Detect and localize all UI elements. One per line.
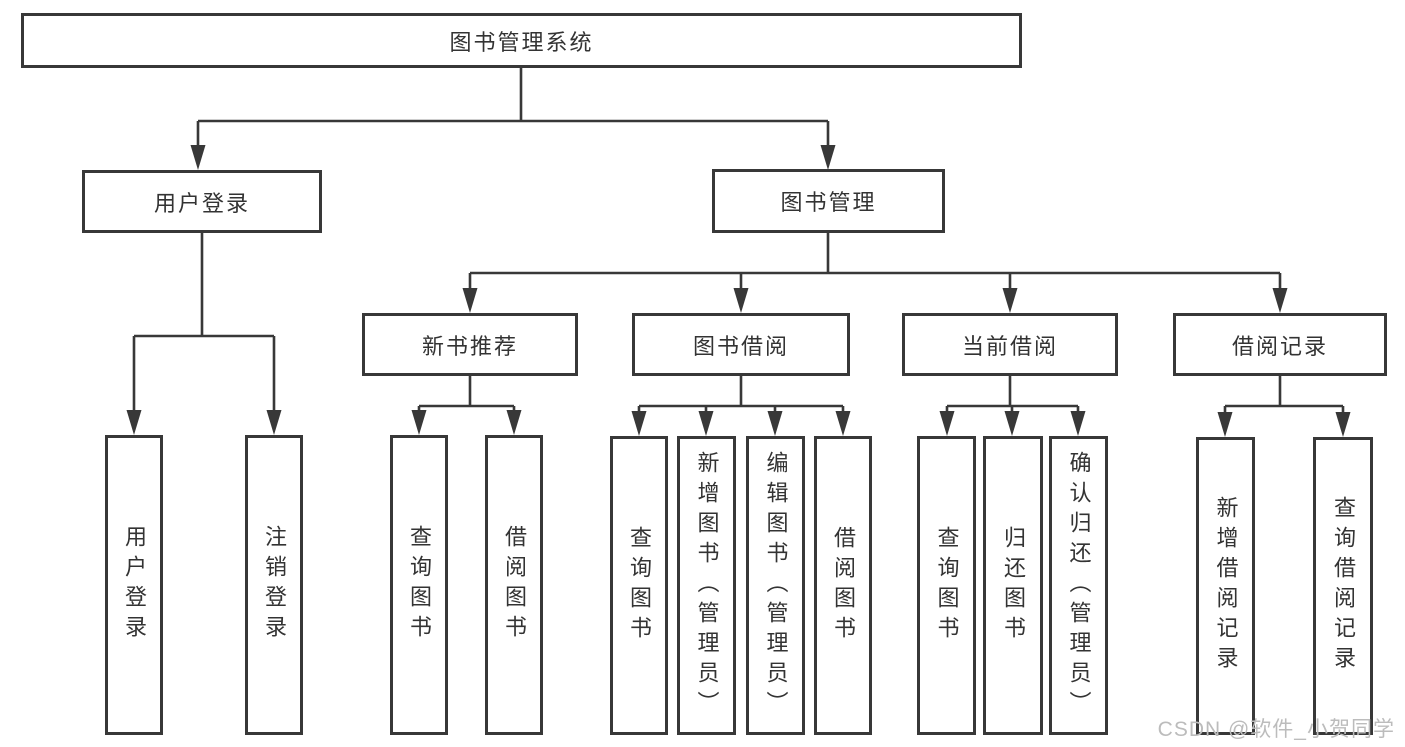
connector-current-borrow	[939, 376, 1086, 436]
node-book-borrow: 图书借阅	[632, 313, 850, 376]
leaf-confirm-return-admin: 确认归还（管理员）	[1049, 436, 1108, 735]
node-borrow-record: 借阅记录	[1173, 313, 1387, 376]
connector-new-book-recommend	[411, 376, 522, 435]
connector-user-login	[126, 233, 282, 435]
leaf-borrow-query-book: 查询图书	[610, 436, 668, 735]
connector-borrow-record	[1217, 376, 1351, 437]
node-user-login: 用户登录	[82, 170, 322, 233]
leaf-user-login: 用户登录	[105, 435, 163, 735]
node-root-label: 图书管理系统	[449, 29, 594, 55]
leaf-current-query-book: 查询图书	[917, 436, 976, 735]
node-book-management: 图书管理	[712, 169, 945, 233]
node-borrow-record-label: 借阅记录	[1231, 333, 1328, 359]
node-current-borrow: 当前借阅	[902, 313, 1118, 376]
leaf-borrow-query-book-label: 查询图书	[627, 525, 652, 646]
leaf-logout-label: 注销登录	[262, 525, 287, 645]
leaf-edit-book-admin-label: 编辑图书（管理员）	[763, 450, 789, 721]
leaf-recommend-query-book-label: 查询图书	[407, 525, 432, 645]
leaf-query-borrow-record: 查询借阅记录	[1313, 437, 1373, 735]
leaf-borrow-book-label: 借阅图书	[831, 525, 856, 646]
leaf-return-book-label: 归还图书	[1001, 525, 1026, 646]
csdn-watermark: CSDN @软件_小贺同学	[1157, 718, 1395, 741]
connector-book-management	[462, 233, 1288, 313]
leaf-return-book: 归还图书	[983, 436, 1043, 735]
leaf-query-borrow-record-label: 查询借阅记录	[1331, 496, 1356, 676]
leaf-logout: 注销登录	[245, 435, 303, 735]
leaf-confirm-return-admin-label: 确认归还（管理员）	[1066, 450, 1092, 721]
node-current-borrow-label: 当前借阅	[961, 333, 1058, 359]
leaf-borrow-book: 借阅图书	[814, 436, 872, 735]
leaf-add-book-admin-label: 新增图书（管理员）	[694, 450, 720, 721]
node-book-borrow-label: 图书借阅	[692, 333, 789, 359]
connector-root	[190, 68, 836, 170]
node-user-login-label: 用户登录	[153, 190, 250, 216]
leaf-add-book-admin: 新增图书（管理员）	[677, 436, 736, 735]
node-root: 图书管理系统	[21, 13, 1022, 68]
leaf-current-query-book-label: 查询图书	[934, 525, 960, 646]
node-book-management-label: 图书管理	[780, 190, 877, 215]
leaf-edit-book-admin: 编辑图书（管理员）	[746, 436, 805, 735]
leaf-recommend-borrow-book: 借阅图书	[485, 435, 543, 735]
leaf-add-borrow-record-label: 新增借阅记录	[1213, 496, 1239, 676]
leaf-add-borrow-record: 新增借阅记录	[1196, 437, 1255, 735]
node-new-book-recommend: 新书推荐	[362, 313, 578, 376]
leaf-recommend-borrow-book-label: 借阅图书	[502, 525, 527, 645]
connector-book-borrow	[631, 376, 851, 436]
leaf-recommend-query-book: 查询图书	[390, 435, 448, 735]
node-new-book-recommend-label: 新书推荐	[421, 333, 518, 359]
leaf-user-login-label: 用户登录	[122, 525, 147, 645]
